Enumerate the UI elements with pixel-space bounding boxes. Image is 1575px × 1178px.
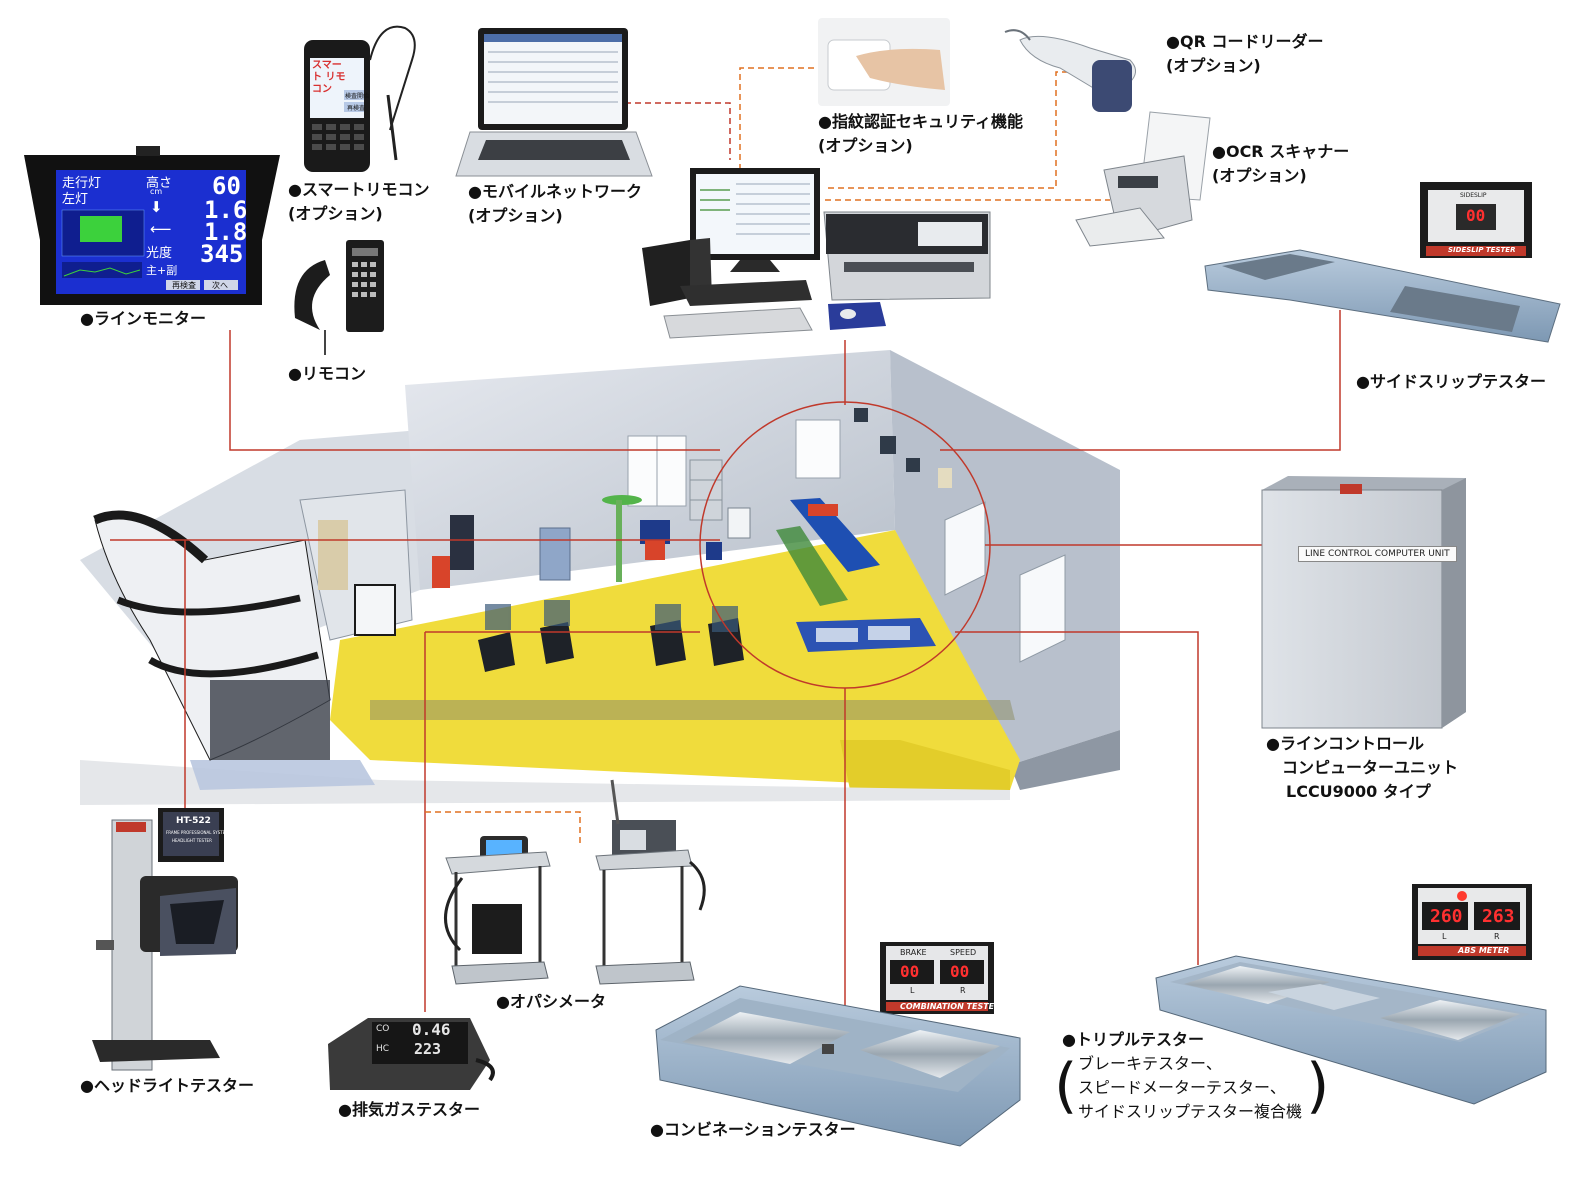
monitor-height-unit: cm (150, 187, 163, 196)
sideslip-panel-header: SIDESLIP (1460, 192, 1487, 199)
remote-device (294, 240, 384, 355)
abs-panel-footer: ABS METER (1458, 946, 1510, 955)
monitor-height-value: 60 (212, 172, 241, 200)
smart-remote-title: スマート リモコン (312, 60, 346, 95)
monitor-recheck-button[interactable]: 再検査 (172, 281, 196, 290)
label-fingerprint-title: ●指紋認証セキュリティ機能 (818, 112, 1024, 131)
label-remote: ●リモコン (288, 364, 366, 383)
headlight-model: HT-522 (176, 816, 211, 826)
lccu-cabinet-device (1261, 476, 1466, 729)
fingerprint-device (818, 18, 950, 106)
label-triple-tester-title: ●トリプルテスター (1062, 1030, 1204, 1049)
label-triple-tester: ●トリプルテスター ブレーキテスター、 スピードメーターテスター、 サイドスリッ… (1062, 1028, 1302, 1124)
monitor-left-value: 1.8 (204, 218, 248, 246)
sideslip-panel-value: 00 (1466, 206, 1486, 225)
label-fingerprint: ●指紋認証セキュリティ機能 (オプション) (818, 110, 1023, 158)
headlight-line2: HEADLIGHT TESTER (172, 838, 212, 843)
factory-scene (80, 350, 1120, 805)
label-headlight-tester: ●ヘッドライトテスター (80, 1076, 254, 1095)
monitor-lux-sub: 主+副 (146, 264, 178, 277)
label-sideslip-tester: ●サイドスリップテスター (1356, 372, 1546, 391)
label-lccu: ●ラインコントロール コンピューターユニット LCCU9000 タイプ (1266, 732, 1458, 804)
combination-speed-label: SPEED (950, 948, 977, 957)
exhaust-co-label: CO (376, 1024, 390, 1034)
label-triple-tester-line2: スピードメーターテスター、 (1078, 1078, 1286, 1097)
combination-right-value: 00 (950, 962, 970, 981)
abs-left-value: 260 (1430, 906, 1463, 927)
qr-reader-device (1004, 29, 1136, 112)
label-triple-tester-line1: ブレーキテスター、 (1078, 1054, 1222, 1073)
label-smart-remote-option: (オプション) (288, 204, 383, 223)
label-ocr-scanner-title: ●OCR スキャナー (1212, 142, 1350, 161)
line-monitor-device (24, 146, 280, 305)
down-arrow-icon: ⬇ (150, 198, 163, 216)
sideslip-panel-footer: SIDESLIP TESTER (1448, 246, 1516, 254)
combination-panel-footer: COMBINATION TESTER (900, 1002, 1001, 1011)
triple-tester-device (1155, 884, 1547, 1105)
label-line-monitor: ●ラインモニター (80, 309, 206, 328)
smart-remote-recheck-button[interactable]: 再検査 (347, 105, 366, 112)
left-paren-decoration: ( (1054, 1051, 1078, 1121)
connector-lines (110, 67, 1341, 1030)
smart-remote-device (304, 25, 416, 172)
headlight-line1: FRAME PROFESSIONAL SYSTEM (166, 830, 229, 835)
label-qr-reader-option: (オプション) (1166, 56, 1261, 75)
label-lccu-line1: ●ラインコントロール (1266, 734, 1424, 753)
desktop-pc-device (642, 168, 886, 339)
label-lccu-line2: コンピューターユニット (1282, 758, 1459, 777)
abs-r-label: R (1494, 932, 1500, 941)
combination-tester-device (655, 942, 1021, 1147)
combination-r-label: R (960, 986, 966, 995)
combination-left-value: 00 (900, 962, 920, 981)
label-triple-tester-line3: サイドスリップテスター複合機 (1078, 1102, 1303, 1121)
printer-device (823, 211, 991, 301)
label-opacimeter: ●オパシメータ (496, 992, 606, 1011)
abs-l-label: L (1442, 932, 1447, 941)
exhaust-tester-device (328, 1018, 495, 1090)
lccu-nameplate: LINE CONTROL COMPUTER UNIT (1298, 546, 1457, 562)
label-exhaust-tester: ●排気ガステスター (338, 1100, 480, 1119)
label-smart-remote: ●スマートリモコン (オプション) (288, 178, 429, 226)
monitor-side-label: 左灯 (62, 192, 89, 207)
label-combination-tester: ●コンビネーションテスター (650, 1120, 856, 1139)
monitor-mode-label: 走行灯 (62, 176, 102, 191)
monitor-lux-value: 345 (200, 240, 244, 268)
label-qr-reader-title: ●QR コードリーダー (1166, 32, 1324, 51)
opacimeter-device (444, 779, 706, 985)
label-qr-reader: ●QR コードリーダー (オプション) (1166, 30, 1323, 78)
monitor-next-button[interactable]: 次へ (212, 281, 228, 290)
monitor-down-value: 1.6 (204, 196, 248, 224)
label-smart-remote-title: ●スマートリモコン (288, 180, 430, 199)
headlight-tester-device (92, 808, 238, 1071)
combination-brake-label: BRAKE (900, 948, 927, 957)
ocr-scanner-device (1075, 111, 1211, 247)
laptop-device (455, 28, 653, 177)
smart-remote-start-button[interactable]: 検査開始 (345, 93, 370, 100)
label-mobile-network-option: (オプション) (468, 206, 563, 225)
label-fingerprint-option: (オプション) (818, 136, 913, 155)
label-mobile-network: ●モバイルネットワーク (オプション) (468, 180, 642, 228)
label-ocr-scanner-option: (オプション) (1212, 166, 1307, 185)
combination-l-label: L (910, 986, 915, 995)
exhaust-hc-value: 223 (414, 1040, 442, 1058)
exhaust-co-value: 0.46 (412, 1020, 451, 1039)
exhaust-hc-label: HC (376, 1044, 390, 1054)
right-paren-decoration: ) (1306, 1051, 1330, 1121)
sideslip-tester-device (1204, 182, 1561, 343)
label-lccu-line3: LCCU9000 タイプ (1286, 782, 1431, 801)
label-mobile-network-title: ●モバイルネットワーク (468, 182, 642, 201)
monitor-height-label: 高さ (146, 176, 173, 191)
abs-right-value: 263 (1482, 906, 1515, 927)
label-ocr-scanner: ●OCR スキャナー (オプション) (1212, 140, 1349, 188)
left-arrow-icon: ⟵ (150, 220, 172, 238)
monitor-lux-label: 光度 (146, 246, 173, 261)
